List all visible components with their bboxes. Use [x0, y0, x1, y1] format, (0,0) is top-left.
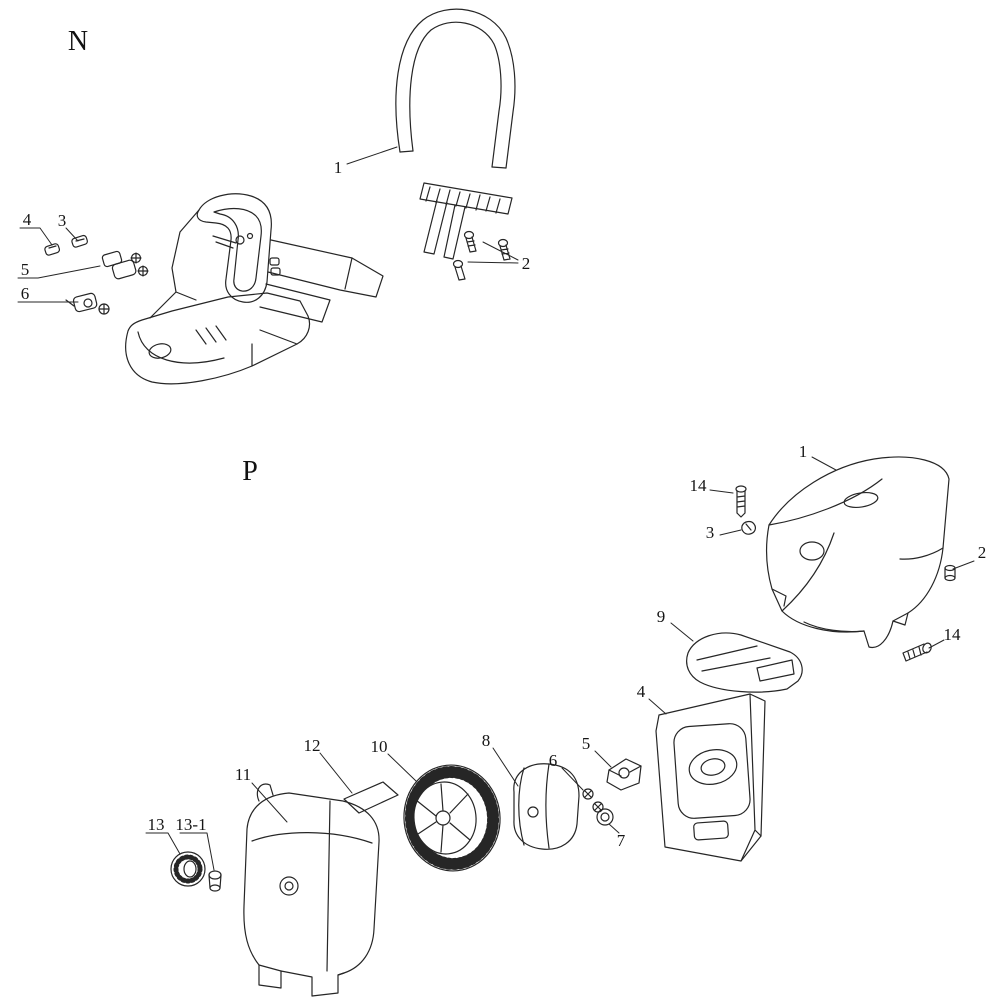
clamp-parts — [44, 234, 149, 315]
section-n-assembly — [17, 8, 519, 385]
nut-part-7 — [596, 808, 614, 826]
chassis-part — [125, 193, 384, 385]
gasket-part-12 — [343, 781, 399, 814]
deflector-part-9 — [686, 632, 803, 693]
leader-lines-n — [17, 146, 519, 303]
backplate-part-4 — [655, 693, 766, 862]
cover-part-11 — [243, 783, 380, 997]
top-cover-part-1 — [766, 456, 950, 649]
fastener-part-13-1 — [208, 870, 222, 892]
screw-14-right — [902, 642, 932, 662]
handlebar-part — [395, 8, 516, 260]
knob-part-13 — [170, 851, 206, 887]
clip-part-3 — [741, 520, 756, 535]
air-filter-part-10 — [403, 764, 501, 872]
screw-14-left — [735, 485, 747, 518]
leader-lines-p — [145, 456, 975, 871]
bushing-part-2 — [944, 564, 956, 582]
screws-part-6 — [582, 788, 604, 813]
section-p-assembly — [145, 456, 975, 997]
mounting-screws-part-2 — [452, 230, 511, 281]
bracket-part-5 — [606, 758, 642, 791]
filter-housing-part-8 — [513, 763, 580, 850]
